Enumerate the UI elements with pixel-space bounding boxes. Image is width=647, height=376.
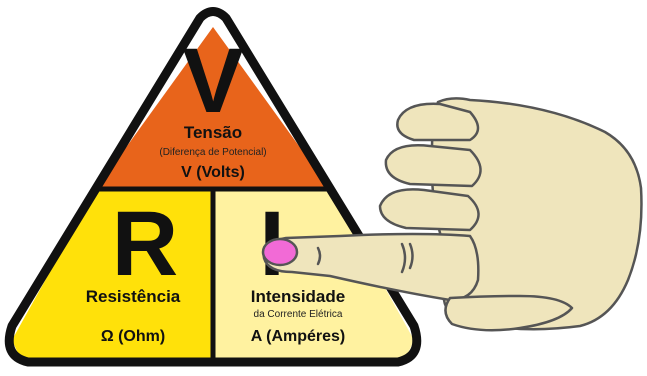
triangle-border xyxy=(4,7,422,367)
resistance-section xyxy=(12,189,213,358)
fingernail xyxy=(261,237,299,267)
voltage-subtitle: (Diferença de Potencial) xyxy=(159,147,266,158)
voltage-unit: V (Volts) xyxy=(181,164,245,181)
current-unit: A (Ampéres) xyxy=(251,328,346,345)
hand-index-finger xyxy=(262,232,480,302)
current-subtitle: da Corrente Elétrica xyxy=(254,309,343,320)
voltage-section xyxy=(96,27,330,189)
hand-finger-3 xyxy=(378,188,480,232)
pointing-hand-icon xyxy=(261,97,643,332)
knuckle-line-3 xyxy=(408,242,414,270)
resistance-unit: Ω (Ohm) xyxy=(101,328,165,345)
resistance-letter: R xyxy=(112,193,178,295)
hand-finger-1 xyxy=(396,102,480,142)
current-title: Intensidade xyxy=(251,287,345,306)
hand-thumb xyxy=(444,294,574,332)
knuckle-line-1 xyxy=(316,246,322,266)
voltage-letter: V xyxy=(182,30,243,132)
voltage-title: Tensão xyxy=(184,123,242,142)
hand-finger-2 xyxy=(384,144,482,188)
resistance-title: Resistência xyxy=(86,287,181,306)
knuckle-line-2 xyxy=(400,242,407,274)
